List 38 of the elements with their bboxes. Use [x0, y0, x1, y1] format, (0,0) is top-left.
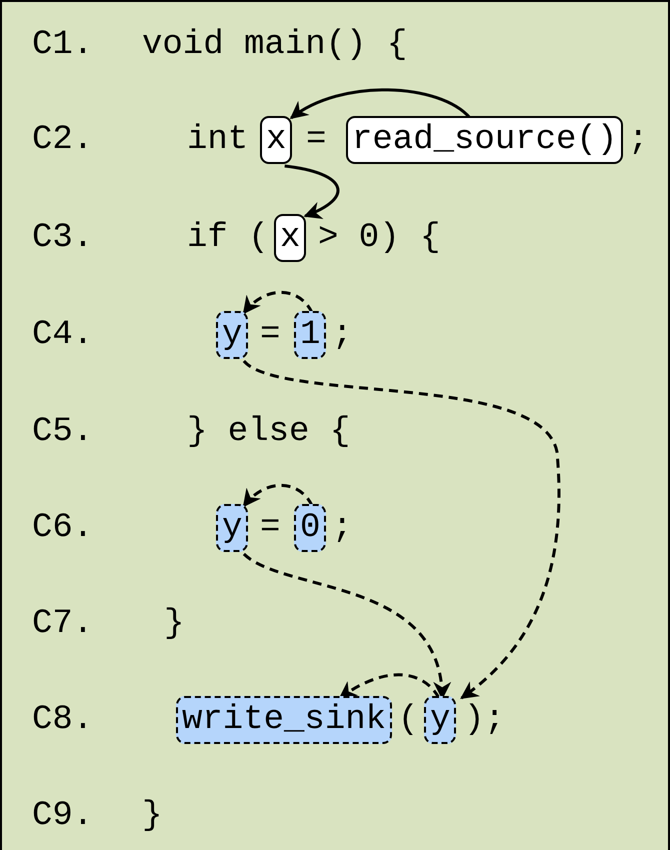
line-number: C1. [32, 25, 94, 66]
line-number: C7. [32, 604, 94, 645]
line-number: C4. [32, 315, 94, 356]
highlighted-token-box: y [216, 311, 248, 359]
code-text: if ( [187, 218, 269, 259]
arrow [284, 164, 340, 218]
code-text: = [306, 120, 326, 161]
code-text: ; [332, 508, 352, 549]
code-text: > 0) { [318, 218, 440, 259]
code-text: int [187, 120, 248, 161]
code-text: ); [464, 700, 505, 741]
highlighted-token-box: write_sink [176, 696, 392, 744]
line-number: C2. [32, 120, 94, 161]
highlighted-token-box: 0 [294, 504, 326, 552]
token-box: x [274, 214, 306, 262]
highlighted-token-box: 1 [294, 311, 326, 359]
code-text: = [260, 508, 280, 549]
code-text: } [164, 604, 184, 645]
arrow [290, 88, 472, 120]
code-text: ( [398, 700, 418, 741]
code-text: = [260, 315, 280, 356]
line-number: C5. [32, 412, 94, 453]
highlighted-token-box: y [424, 696, 456, 744]
highlighted-token-box: y [216, 504, 248, 552]
line-number: C9. [32, 796, 94, 837]
dashed-arrow [243, 360, 560, 700]
line-number: C8. [32, 700, 94, 741]
code-text: } else { [187, 412, 350, 453]
line-number: C6. [32, 508, 94, 549]
dashed-arrow [242, 484, 314, 508]
dashed-arrow [242, 290, 314, 314]
code-text: ; [332, 315, 352, 356]
token-box: x [260, 116, 292, 164]
token-box: read_source() [346, 116, 624, 164]
code-text: ; [628, 120, 648, 161]
code-text: void main() { [142, 25, 408, 66]
line-number: C3. [32, 218, 94, 259]
code-text: } [142, 796, 162, 837]
